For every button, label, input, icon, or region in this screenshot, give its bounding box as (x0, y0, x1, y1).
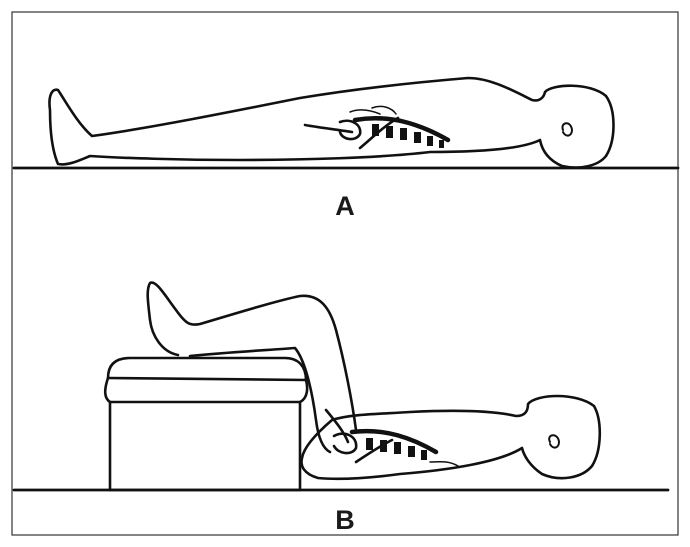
supine-body-outline (49, 78, 613, 168)
panel-b (14, 283, 668, 490)
ear-b (549, 435, 559, 447)
lumbar-spine-b (352, 431, 458, 466)
panel-label-b: B (335, 505, 355, 535)
arm-a (305, 125, 352, 132)
panel-a (14, 78, 678, 168)
raised-leg-outline (148, 283, 356, 430)
ottoman (105, 358, 307, 490)
ear-a (562, 123, 572, 135)
raised-leg-underside (190, 348, 330, 452)
lumbar-spine-a (350, 106, 448, 148)
panel-label-a: A (335, 191, 355, 221)
arm-b (326, 410, 348, 442)
